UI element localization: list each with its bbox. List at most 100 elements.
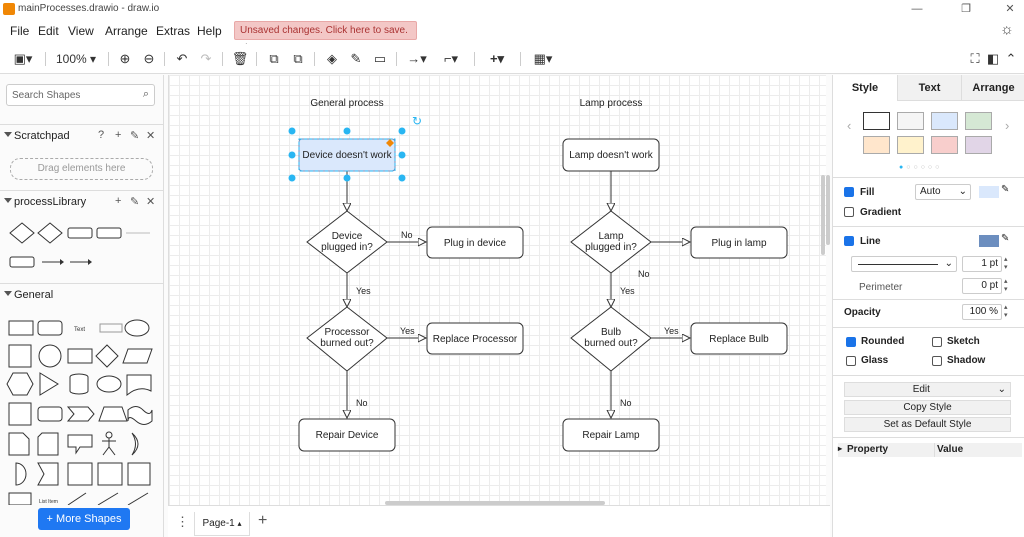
style-swatch[interactable] (931, 112, 958, 130)
panel-scrollbar[interactable] (163, 75, 164, 537)
general-header[interactable]: General (0, 283, 163, 307)
edit-icon[interactable]: ✎ (130, 196, 140, 208)
style-swatch[interactable] (897, 136, 924, 154)
selection-handles[interactable] (288, 127, 406, 182)
node-l-result-2[interactable] (690, 322, 788, 355)
line-style-select[interactable]: ⌄ (851, 256, 957, 272)
fill-mode-select[interactable]: Auto⌄ (915, 184, 971, 200)
edit-icon[interactable]: ✎ (130, 130, 140, 142)
menu-edit[interactable]: Edit (38, 24, 59, 38)
node-l-decision-1[interactable] (570, 210, 652, 274)
stepper-icon[interactable]: ▴▾ (1004, 278, 1008, 293)
scratchpad-header[interactable]: Scratchpad ? + ✎ ✕ (0, 124, 163, 148)
properties-table-header[interactable]: ▸ Property Value (838, 443, 1022, 457)
horizontal-scrollbar[interactable] (385, 501, 605, 505)
insert-icon[interactable]: +▾ (489, 51, 505, 66)
format-panel-toggle-icon[interactable]: ▣▾ (13, 51, 33, 66)
gradient-checkbox[interactable] (844, 207, 854, 217)
delete-icon[interactable]: 🗑 (231, 51, 249, 66)
stepper-icon[interactable]: ▴▾ (1004, 256, 1008, 271)
node-l-end[interactable] (562, 418, 660, 452)
help-icon[interactable]: ? (98, 129, 105, 141)
diagram[interactable]: General process Lamp process (169, 75, 826, 505)
to-back-icon[interactable]: ⧉ (293, 51, 303, 66)
general-shapes[interactable]: Text List Item (6, 315, 156, 505)
add-page-icon[interactable]: + (258, 512, 268, 529)
collapse-icon[interactable]: ⌃ (1005, 51, 1017, 66)
shadow-icon[interactable]: ▭ (373, 51, 387, 66)
close-icon[interactable]: ✕ (146, 130, 156, 142)
page-tab[interactable]: Page-1 ▴ (194, 512, 250, 536)
minimize-icon[interactable]: — (911, 3, 923, 15)
menu-view[interactable]: View (68, 24, 94, 38)
edit-fill-icon[interactable]: ✎ (1001, 184, 1010, 195)
process-library-shapes[interactable] (6, 221, 156, 276)
glass-checkbox[interactable] (846, 356, 856, 366)
menu-arrange[interactable]: Arrange (105, 24, 148, 38)
tab-arrange[interactable]: Arrange (961, 75, 1024, 101)
corner-handle[interactable] (386, 139, 394, 147)
close-icon[interactable]: ✕ (1005, 3, 1015, 15)
style-swatch[interactable] (931, 136, 958, 154)
line-color-icon[interactable]: ✎ (350, 51, 362, 66)
line-width-input[interactable]: 1 pt (962, 256, 1002, 272)
set-default-style-button[interactable]: Set as Default Style (844, 417, 1011, 432)
zoom-out-icon[interactable]: ⊖ (143, 51, 155, 66)
undo-icon[interactable]: ↶ (176, 51, 188, 66)
connection-icon[interactable]: →▾ (407, 51, 427, 66)
tab-text[interactable]: Text (897, 75, 961, 101)
rounded-checkbox[interactable] (846, 337, 856, 347)
node-g-result-2[interactable] (426, 322, 524, 355)
edit-style-dropdown[interactable]: Edit⌄ (844, 382, 1011, 397)
search-shapes-input[interactable]: Search Shapes ⌕ (6, 84, 155, 106)
processlibrary-header[interactable]: processLibrary + ✎ ✕ (0, 190, 163, 214)
pages-menu-icon[interactable]: ⋮ (176, 514, 189, 529)
fill-color-icon[interactable]: ◈ (327, 51, 337, 66)
menu-file[interactable]: File (10, 24, 30, 38)
opacity-input[interactable]: 100 % (962, 304, 1002, 320)
chevron-right-icon[interactable]: › (1005, 118, 1010, 133)
fill-checkbox[interactable] (844, 187, 854, 197)
fullscreen-icon[interactable]: ⛶ (970, 51, 980, 66)
format-icon[interactable]: ◧ (986, 51, 1000, 66)
maximize-icon[interactable]: ❐ (961, 3, 971, 15)
style-swatch[interactable] (897, 112, 924, 130)
menu-extras[interactable]: Extras (156, 24, 191, 38)
chevron-left-icon[interactable]: ‹ (847, 118, 852, 133)
vertical-scrollbar[interactable] (821, 175, 825, 255)
edit-line-icon[interactable]: ✎ (1001, 233, 1010, 244)
style-swatch[interactable] (965, 136, 992, 154)
node-g-decision-2[interactable] (306, 306, 388, 372)
perimeter-input[interactable]: 0 pt (962, 278, 1002, 294)
diagram-canvas[interactable]: General process Lamp process (168, 75, 826, 505)
waypoints-icon[interactable]: ⌐▾ (443, 51, 459, 66)
more-shapes-button[interactable]: + More Shapes (38, 508, 130, 530)
close-icon[interactable]: ✕ (146, 196, 156, 208)
line-checkbox[interactable] (844, 236, 854, 246)
node-l-result-1[interactable] (690, 226, 788, 259)
line-color-swatch[interactable] (979, 235, 999, 247)
fill-color-swatch[interactable] (979, 186, 999, 198)
node-g-result-1[interactable] (426, 226, 524, 259)
zoom-dropdown[interactable]: 100% ▾ (55, 52, 97, 66)
style-swatch[interactable] (863, 136, 890, 154)
node-l-decision-2[interactable] (570, 306, 652, 372)
style-swatch[interactable] (965, 112, 992, 130)
sketch-checkbox[interactable] (932, 337, 942, 347)
panel-scrollbar[interactable] (826, 175, 830, 245)
menu-help[interactable]: Help (197, 24, 222, 38)
theme-icon[interactable]: ☼ (1000, 21, 1014, 38)
tab-style[interactable]: Style (833, 75, 897, 101)
copy-style-button[interactable]: Copy Style (844, 400, 1011, 415)
unsaved-changes-button[interactable]: Unsaved changes. Click here to save. ⤓ (234, 21, 417, 53)
node-l-start[interactable] (562, 138, 660, 172)
redo-icon[interactable]: ↷ (200, 51, 212, 66)
to-front-icon[interactable]: ⧉ (269, 51, 279, 66)
node-g-end[interactable] (298, 418, 396, 452)
stepper-icon[interactable]: ▴▾ (1004, 304, 1008, 319)
node-g-decision-1[interactable] (306, 210, 388, 274)
zoom-in-icon[interactable]: ⊕ (119, 51, 131, 66)
table-icon[interactable]: ▦▾ (533, 51, 553, 66)
style-swatch[interactable] (863, 112, 890, 130)
swatch-pager[interactable]: ●○○○○○ (899, 164, 943, 171)
